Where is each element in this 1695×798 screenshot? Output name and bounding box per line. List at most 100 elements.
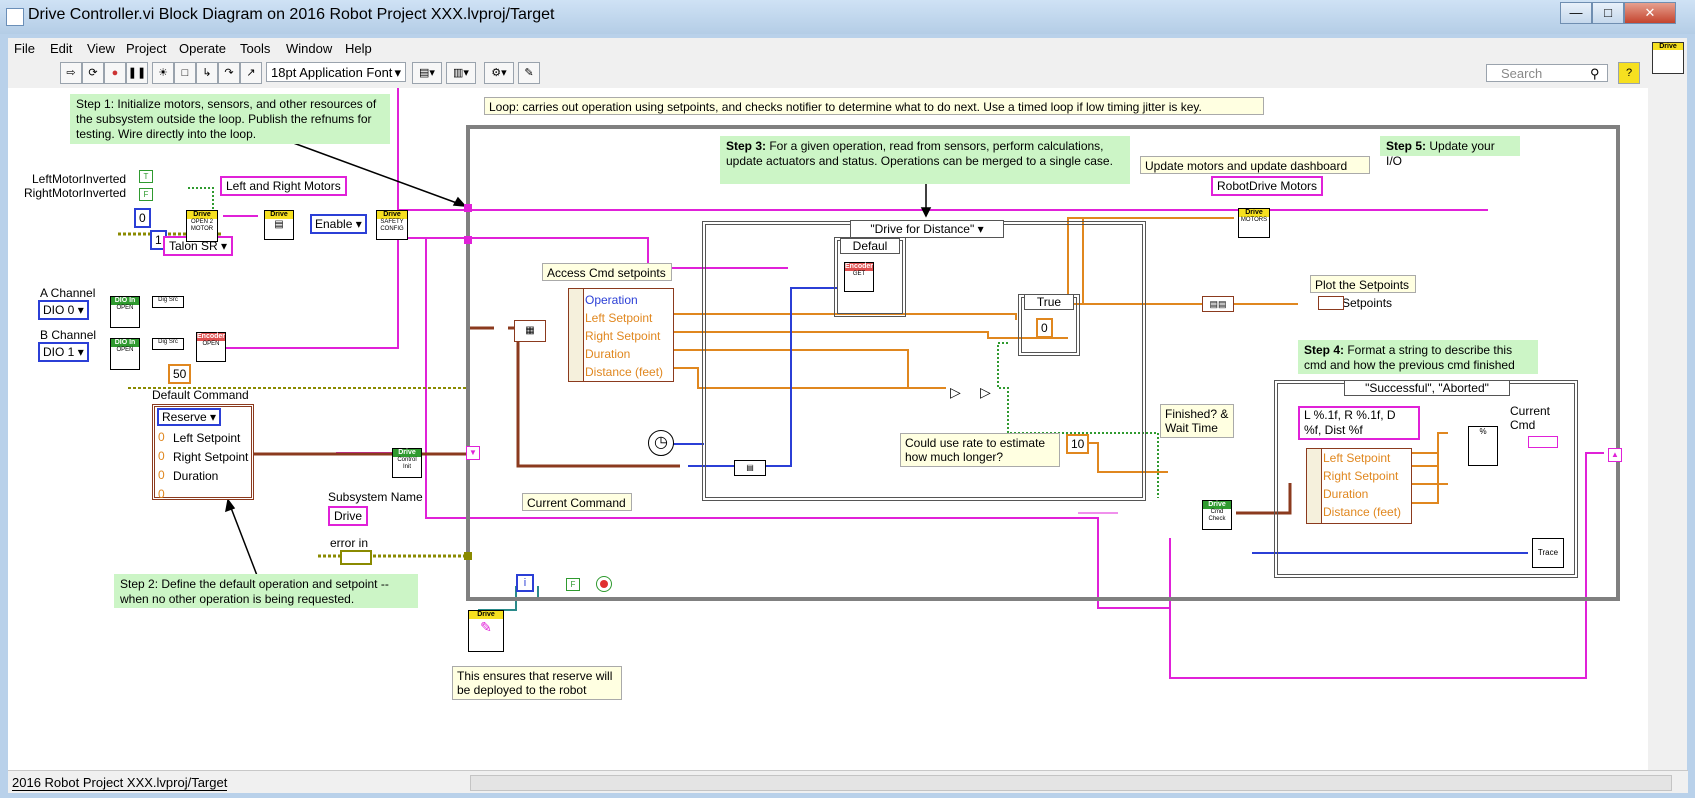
unbundle-field: Distance (feet) (585, 365, 664, 379)
menu-edit[interactable]: Edit (50, 41, 73, 56)
robotdrive-motors-label: RobotDrive Motors (1211, 176, 1324, 196)
constant-zero-true[interactable]: 0 (1036, 318, 1053, 338)
abort-icon[interactable]: ● (104, 62, 126, 84)
left-inverted-bool[interactable]: T (139, 170, 153, 183)
step-out-icon[interactable]: ↗ (240, 62, 262, 84)
case-selector-default[interactable]: Defaul (840, 238, 900, 254)
menu-help[interactable]: Help (345, 41, 372, 56)
chevron-down-icon: ▾ (355, 217, 362, 231)
reserve-command-icon[interactable]: Drive✎ (468, 610, 504, 652)
chevron-down-icon: ▾ (77, 345, 84, 359)
context-help-icon[interactable]: ? (1618, 62, 1640, 84)
vi-icon[interactable]: Drive (1652, 42, 1684, 74)
menu-tools[interactable]: Tools (240, 41, 271, 56)
constant-fifty[interactable]: 50 (168, 364, 192, 384)
cleanup-diagram-icon[interactable]: ✎ (518, 62, 540, 84)
step-over-icon[interactable]: ↷ (218, 62, 240, 84)
shift-register-right[interactable]: ▲ (1608, 448, 1622, 462)
clock-icon[interactable]: ◷ (648, 430, 674, 456)
case-selector-drive[interactable]: "Drive for Distance" ▾ (850, 220, 1004, 238)
false-constant[interactable]: F (566, 578, 580, 591)
trace-node[interactable]: Trace (1532, 538, 1564, 568)
step3-note: Step 3: For a given operation, read from… (720, 136, 1130, 184)
right-inverted-bool[interactable]: F (139, 188, 153, 201)
constant-ten[interactable]: 10 (1066, 434, 1090, 454)
menu-view[interactable]: View (87, 41, 115, 56)
digsrc-b-node[interactable]: Dig Src (152, 338, 184, 350)
search-icon[interactable]: ⚲ (1590, 66, 1600, 81)
timer-node[interactable]: ▤ (734, 460, 766, 476)
shift-register-icon[interactable]: ▦ (514, 320, 546, 342)
reserve-enum[interactable]: Reserve ▾ (157, 408, 222, 426)
shift-register-left[interactable]: ▼ (466, 446, 480, 460)
current-cmd-label: Current Cmd (1510, 404, 1551, 432)
dio1-enum[interactable]: DIO 1 ▾ (38, 342, 89, 362)
enable-enum[interactable]: Enable ▾ (310, 214, 367, 234)
format-into-string-icon[interactable]: % (1468, 426, 1498, 466)
current-cmd-indicator[interactable] (1528, 436, 1558, 448)
format-string-constant[interactable]: L %.1f, R %.1f, D %f, Dist %f (1298, 406, 1420, 440)
cluster-field: Left Setpoint (173, 431, 241, 445)
menu-window[interactable]: Window (286, 41, 333, 56)
menu-file[interactable]: File (14, 41, 35, 56)
chevron-down-icon: ▾ (977, 222, 984, 236)
run-arrow-icon[interactable]: ⇨ (60, 62, 82, 84)
font-select[interactable]: 18pt Application Font▾ (266, 62, 406, 82)
while-loop[interactable] (466, 125, 1620, 601)
setpoints-indicator[interactable] (1318, 296, 1344, 310)
access-setpoints-note: Access Cmd setpoints (542, 263, 672, 281)
menu-operate[interactable]: Operate (179, 41, 226, 56)
pause-icon[interactable]: ❚❚ (126, 62, 148, 84)
constant-zero[interactable]: 0 (134, 208, 151, 228)
align-objects-icon[interactable]: ▤▾ (412, 62, 442, 84)
project-context[interactable]: 2016 Robot Project XXX.lvproj/Target (12, 775, 228, 791)
error-in-cluster[interactable] (340, 550, 372, 565)
menu-project[interactable]: Project (126, 41, 167, 56)
loop-tunnel (464, 236, 472, 244)
stop-terminal[interactable] (596, 576, 612, 592)
case-selector-true[interactable]: True (1024, 294, 1074, 310)
bundle-field: Duration (1323, 487, 1369, 501)
step2-note: Step 2: Define the default operation and… (114, 574, 418, 608)
iteration-terminal[interactable]: i (516, 574, 534, 592)
drive-ref-node[interactable]: Drive▤ (264, 210, 294, 240)
build-array-icon[interactable]: ▤▤ (1202, 296, 1234, 312)
case-selector-status[interactable]: "Successful", "Aborted" (1344, 380, 1510, 396)
distribute-objects-icon[interactable]: ▥▾ (446, 62, 476, 84)
bundle-by-name[interactable]: Left Setpoint Right Setpoint Duration Di… (1306, 448, 1412, 524)
block-diagram-canvas[interactable]: "Drive for Distance" ▾ Defaul True 0 "Su… (8, 88, 1648, 770)
step-into-icon[interactable]: ↳ (196, 62, 218, 84)
close-button[interactable]: ✕ (1624, 2, 1676, 24)
bundle-field: Distance (feet) (1323, 505, 1402, 519)
unbundle-by-name[interactable]: Operation Left Setpoint Right Setpoint D… (568, 288, 674, 382)
unbundle-field: Right Setpoint (585, 329, 661, 343)
menu-bar: File Edit View Project Operate Tools Win… (8, 38, 1648, 58)
cluster-field: Right Setpoint (173, 450, 249, 464)
search-input[interactable]: Search (1486, 64, 1608, 82)
reorder-icon[interactable]: ⚙▾ (484, 62, 514, 84)
subsystem-name-constant[interactable]: Drive (328, 506, 369, 526)
minimize-button[interactable]: — (1560, 2, 1592, 24)
a-channel-label: A Channel (40, 286, 96, 300)
digsrc-a-node[interactable]: Dig Src (152, 296, 184, 308)
finished-note: Finished? & Wait Time (1160, 404, 1234, 438)
reserve-note: This ensures that reserve will be deploy… (452, 666, 622, 700)
run-continuously-icon[interactable]: ⟳ (82, 62, 104, 84)
dio0-enum[interactable]: DIO 0 ▾ (38, 300, 89, 320)
horizontal-scrollbar[interactable] (470, 775, 1672, 791)
maximize-button[interactable]: □ (1592, 2, 1624, 24)
retain-wire-values-icon[interactable]: □ (174, 62, 196, 84)
highlight-execution-icon[interactable]: ☀ (152, 62, 174, 84)
cluster-field-list: Left Setpoint Right Setpoint Duration (173, 429, 248, 486)
